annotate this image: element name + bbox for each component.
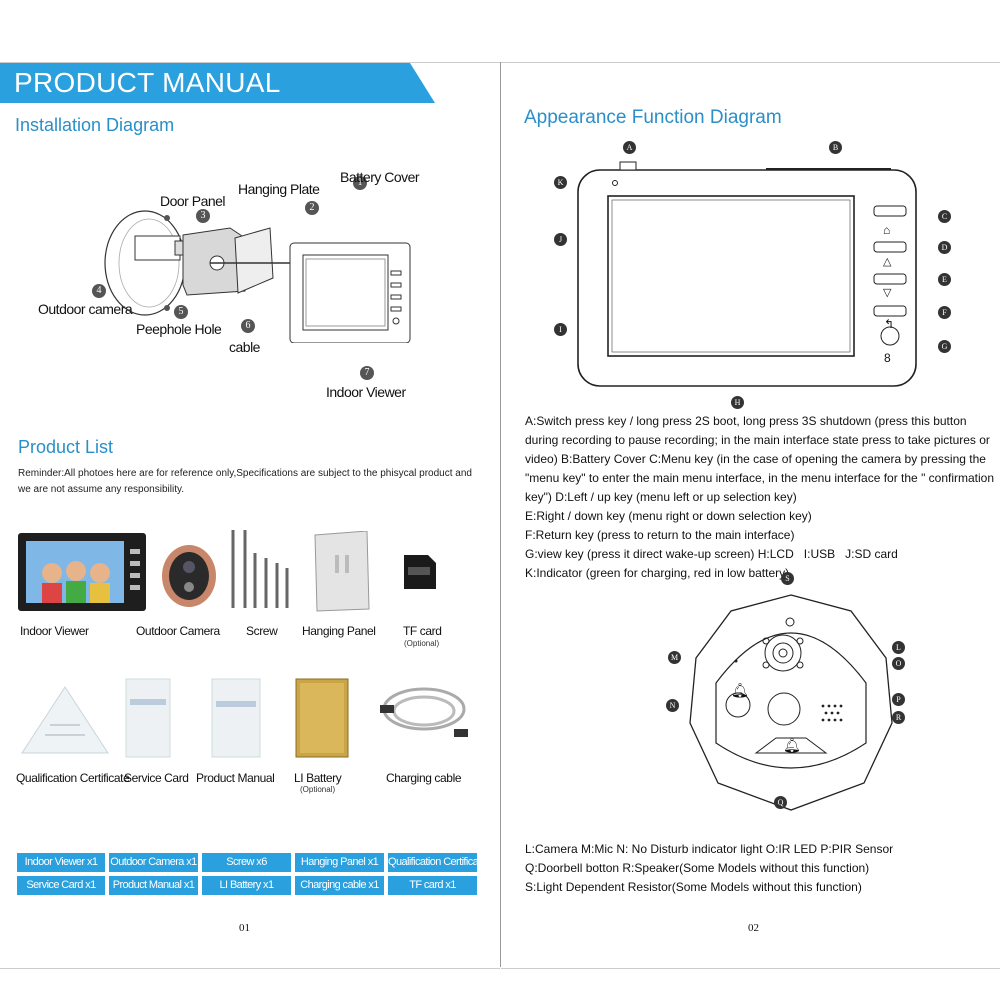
- charging-cable-image: [380, 687, 468, 737]
- product-label-certificate: Qualification Certificate: [16, 771, 130, 785]
- part-number-4: 4: [92, 284, 106, 298]
- callout-o: O: [892, 657, 905, 670]
- product-label-hanging-panel: Hanging Panel: [302, 624, 376, 638]
- package-item: TF card x1: [388, 876, 477, 895]
- page-number-left: 01: [239, 922, 250, 934]
- part-label-peephole-hole: Peephole Hole: [136, 321, 222, 337]
- callout-n: N: [666, 699, 679, 712]
- hanging-panel-image: [314, 531, 370, 612]
- callout-r: R: [892, 711, 905, 724]
- camera-legend-2: Q:Doorbell botton R:Speaker(Some Models …: [525, 861, 870, 875]
- callout-h: H: [731, 396, 744, 409]
- title-banner: [0, 63, 435, 103]
- battery-cover-edge: [766, 168, 891, 170]
- product-label-charging-cable: Charging cable: [386, 771, 462, 785]
- li-battery-optional: (Optional): [300, 785, 336, 794]
- part-label-cable: cable: [229, 339, 260, 355]
- callout-g: G: [938, 340, 951, 353]
- outdoor-camera-diagram: [689, 594, 893, 811]
- callout-e: E: [938, 273, 951, 286]
- product-label-tf-card: TF card: [403, 624, 442, 638]
- page-number-right: 02: [748, 922, 759, 934]
- part-label-hanging-plate: Hanging Plate: [238, 181, 320, 197]
- part-label-indoor-viewer: Indoor Viewer: [326, 384, 406, 400]
- part-number-3: 3: [196, 209, 210, 223]
- installation-illustration: [104, 210, 411, 343]
- part-number-6: 6: [241, 319, 255, 333]
- part-number-5: 5: [174, 305, 188, 319]
- callout-d: D: [938, 241, 951, 254]
- product-label-indoor-viewer: Indoor Viewer: [20, 624, 89, 638]
- product-list-heading: Product List: [18, 437, 114, 457]
- package-item: Charging cable x1: [295, 876, 384, 895]
- part-number-1: 1: [353, 176, 367, 190]
- callout-b: B: [829, 141, 842, 154]
- service-card-image: [125, 678, 171, 758]
- callout-f: F: [938, 306, 951, 319]
- callout-q: Q: [774, 796, 787, 809]
- part-label-battery-cover: Battery Cover: [340, 169, 420, 185]
- return-icon: ↰: [884, 317, 895, 331]
- function-description: A:Switch press key / long press 2S boot,…: [525, 414, 995, 580]
- reminder-text: Reminder:All photoes here are for refere…: [18, 468, 472, 495]
- package-item: LI Battery x1: [202, 876, 291, 895]
- product-label-service-card: Service Card: [124, 771, 189, 785]
- page-right: Appearance Function Diagram ⌂ △ ▽ ↰ 8 A …: [501, 62, 1000, 969]
- callout-j: J: [554, 233, 567, 246]
- callout-p: P: [892, 693, 905, 706]
- package-item: Screw x6: [202, 853, 291, 872]
- product-label-outdoor-camera: Outdoor Camera: [136, 624, 220, 638]
- package-item: Outdoor Camera x1: [109, 853, 198, 872]
- up-arrow-icon: △: [883, 256, 892, 268]
- installation-heading: Installation Diagram: [15, 115, 175, 135]
- tf-card-optional: (Optional): [404, 639, 440, 648]
- appearance-heading: Appearance Function Diagram: [524, 107, 782, 128]
- indoor-viewer-image: [18, 533, 146, 611]
- camera-legend-3: S:Light Dependent Resistor(Some Models w…: [525, 880, 862, 894]
- callout-l: L: [892, 641, 905, 654]
- outdoor-camera-image: [162, 545, 216, 607]
- package-item: Hanging Panel x1: [295, 853, 384, 872]
- callout-s: S: [781, 572, 794, 585]
- manual-title: PRODUCT MANUAL: [14, 67, 281, 98]
- product-manual-image: [211, 678, 261, 758]
- do-not-disturb-bell-icon: 🔔︎: [731, 682, 749, 698]
- part-label-door-panel: Door Panel: [160, 193, 226, 209]
- doorbell-bell-icon: 🔔︎: [783, 737, 801, 753]
- home-icon: ⌂: [883, 223, 891, 237]
- product-label-screw: Screw: [246, 624, 278, 638]
- package-item: Qualification Certificate x1: [388, 853, 477, 872]
- page-left: PRODUCT MANUAL Installation Diagram 1 Ba…: [0, 62, 500, 969]
- callout-i: I: [554, 323, 567, 336]
- part-label-outdoor-camera: Outdoor camera: [38, 301, 133, 317]
- package-item: Product Manual x1: [109, 876, 198, 895]
- product-label-product-manual: Product Manual: [196, 771, 275, 785]
- switch-key-shape: [619, 161, 637, 170]
- part-number-2: 2: [305, 201, 319, 215]
- li-battery-image: [295, 678, 349, 758]
- callout-k: K: [554, 176, 567, 189]
- down-arrow-icon: ▽: [883, 287, 892, 299]
- callout-c: C: [938, 210, 951, 223]
- product-label-li-battery: LI Battery: [294, 771, 342, 785]
- package-item: Service Card x1: [17, 876, 105, 895]
- part-number-7: 7: [360, 366, 374, 380]
- page-divider: [500, 62, 501, 967]
- callout-m: M: [668, 651, 681, 664]
- package-item: Indoor Viewer x1: [17, 853, 105, 872]
- tf-card-image: [404, 555, 436, 589]
- camera-legend-1: L:Camera M:Mic N: No Disturb indicator l…: [525, 842, 894, 856]
- certificate-image: [21, 686, 109, 754]
- screw-image: [231, 530, 289, 608]
- callout-a: A: [623, 141, 636, 154]
- person-icon: 8: [884, 351, 891, 365]
- device-front-diagram: [577, 169, 917, 387]
